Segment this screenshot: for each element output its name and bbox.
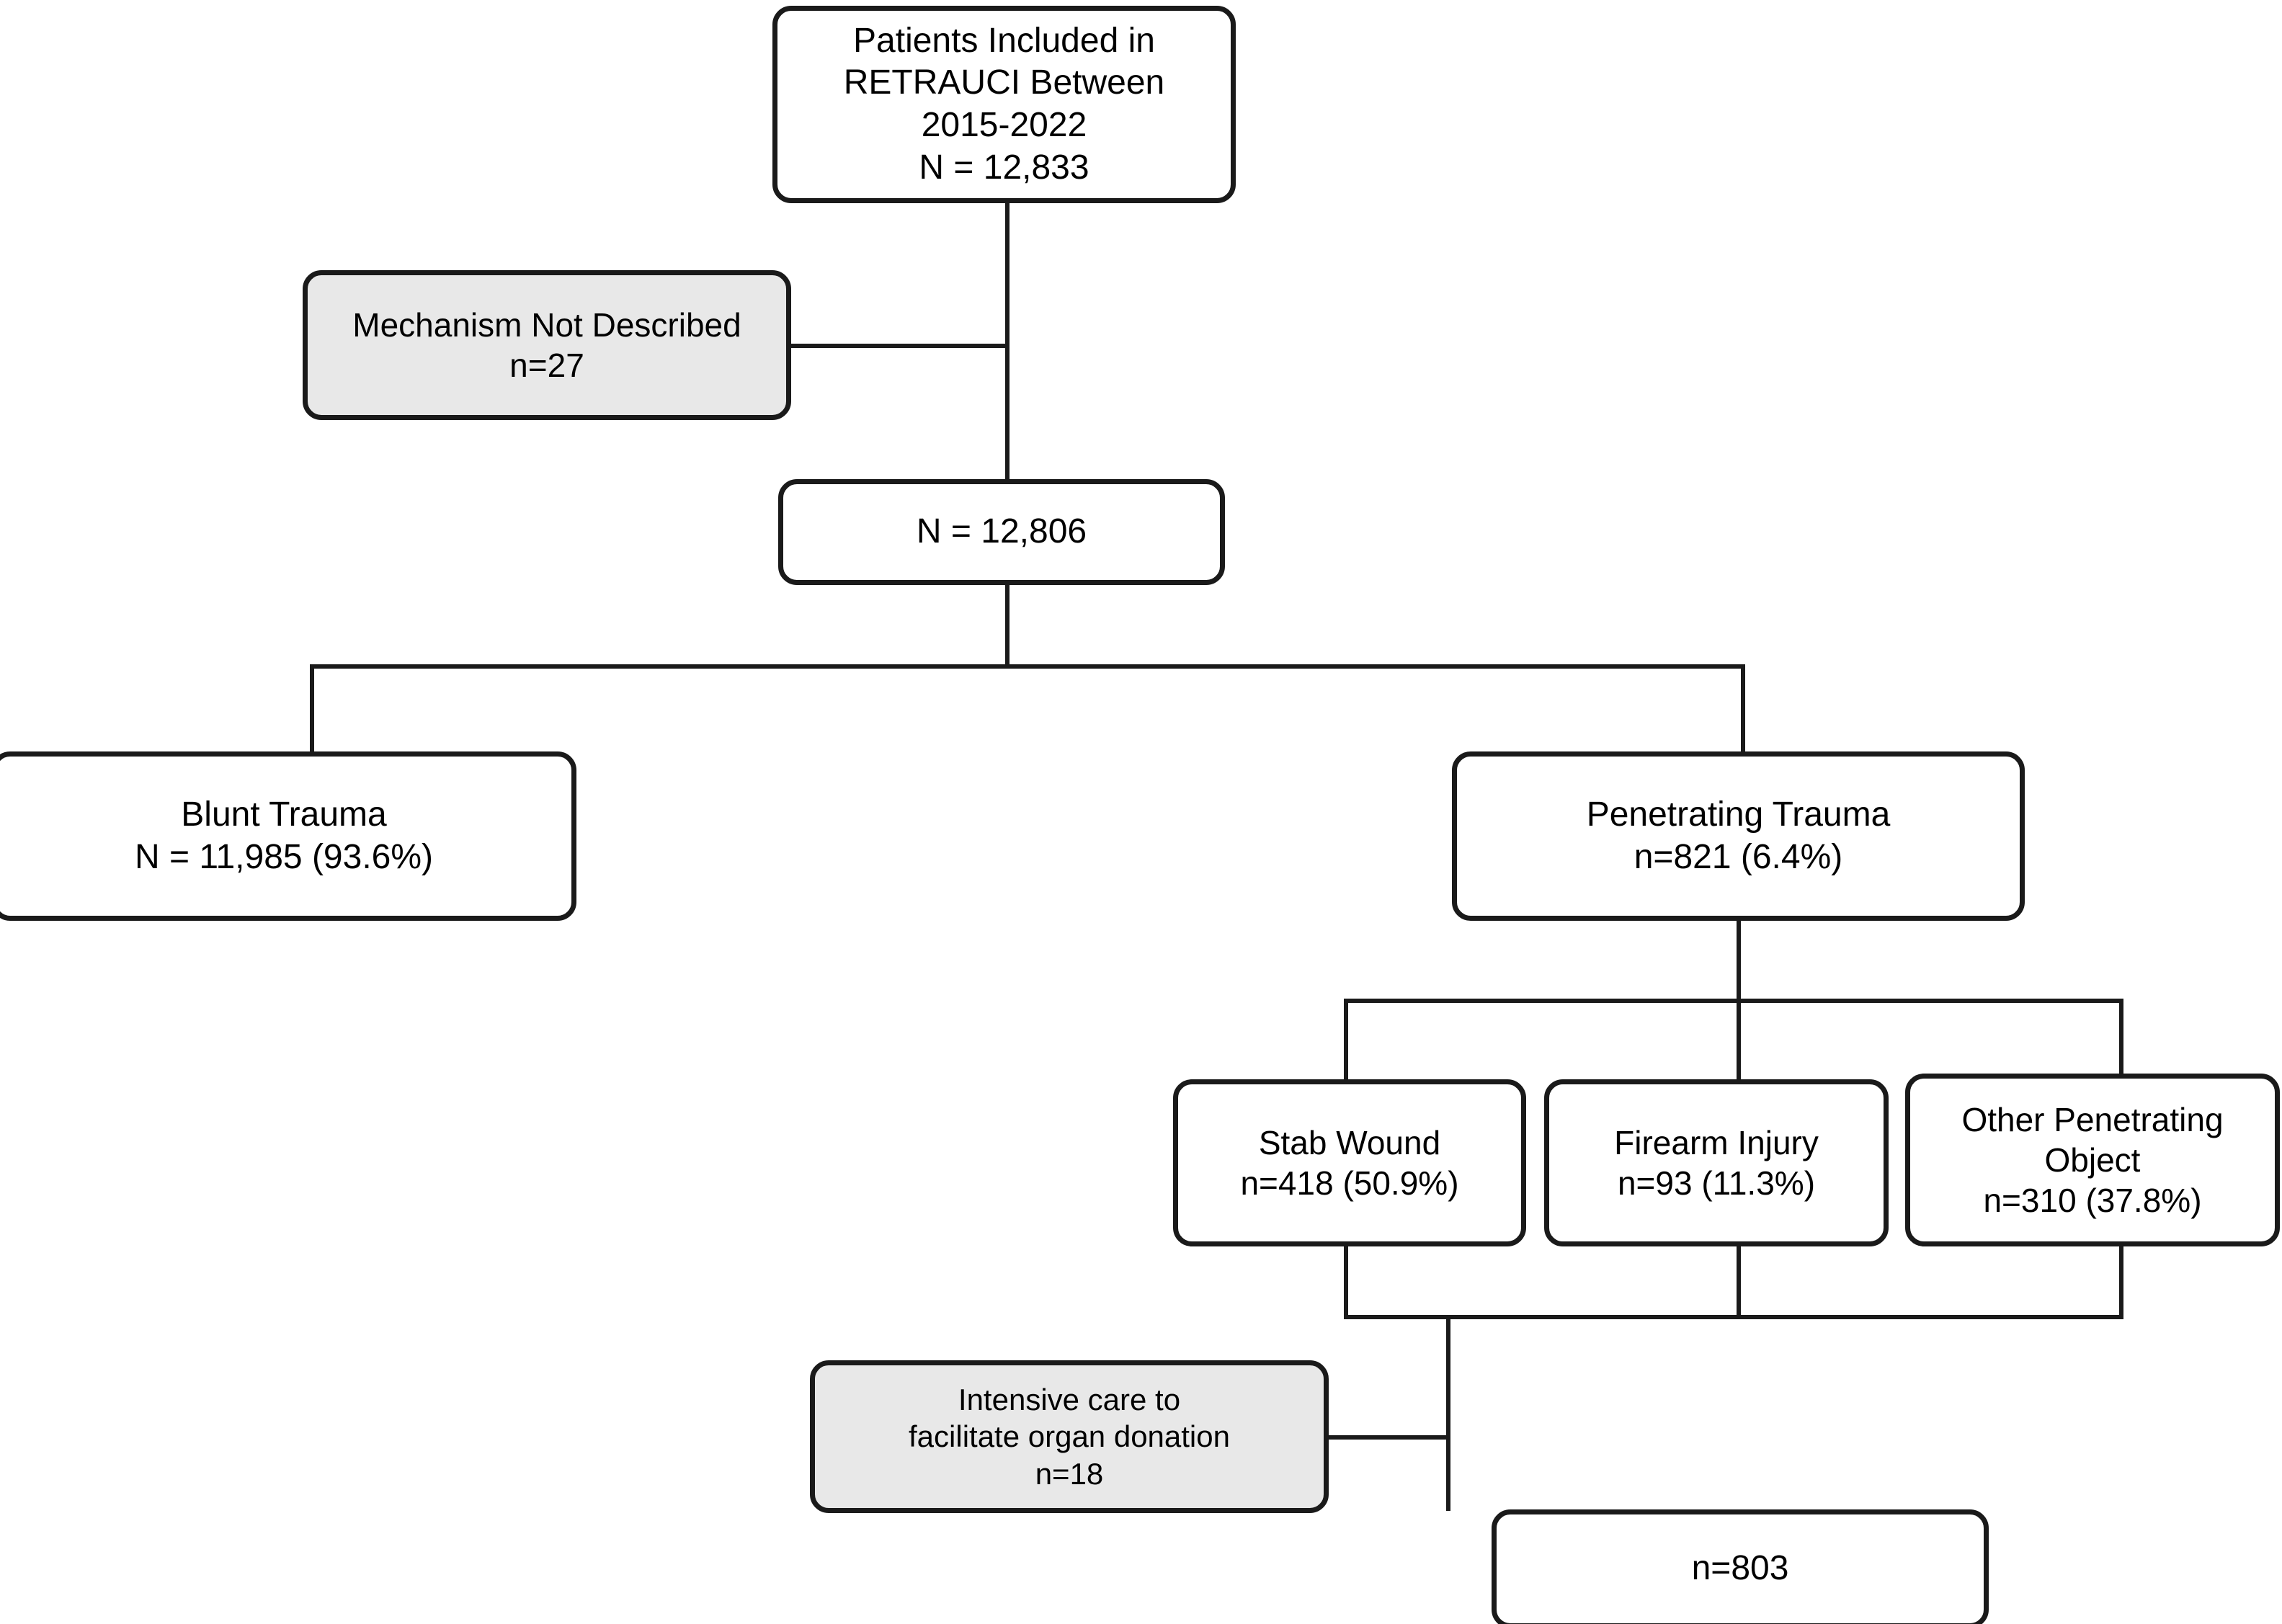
connector-organ-donation-exclusion <box>1326 1435 1450 1440</box>
connector-split-left-drop <box>310 664 314 754</box>
node-final-cohort[interactable]: n=803 <box>1492 1509 1989 1624</box>
node-other-penetrating-object[interactable]: Other Penetrating Object n=310 (37.8%) <box>1905 1074 2280 1246</box>
node-penetrating-trauma[interactable]: Penetrating Trauma n=821 (6.4%) <box>1452 751 2025 921</box>
connector-split-bar-mechanism <box>310 664 1745 669</box>
node-firearm-injury-label: Firearm Injury n=93 (11.3%) <box>1614 1123 1819 1202</box>
node-blunt-trauma[interactable]: Blunt Trauma N = 11,985 (93.6%) <box>0 751 576 921</box>
node-mechanism-not-described-label: Mechanism Not Described n=27 <box>352 305 741 384</box>
node-organ-donation[interactable]: Intensive care to facilitate organ donat… <box>810 1360 1329 1513</box>
connector-stab-drop <box>1344 999 1348 1081</box>
connector-mechanism-exclusion <box>788 344 1009 348</box>
node-after-exclusion[interactable]: N = 12,806 <box>778 479 1225 585</box>
node-firearm-injury[interactable]: Firearm Injury n=93 (11.3%) <box>1544 1079 1889 1246</box>
node-final-cohort-label: n=803 <box>1691 1549 1789 1588</box>
node-cohort-total-label: Patients Included in RETRAUCI Between 20… <box>843 21 1165 187</box>
node-other-penetrating-object-label: Other Penetrating Object n=310 (37.8%) <box>1961 1100 2224 1220</box>
node-after-exclusion-label: N = 12,806 <box>916 512 1087 551</box>
connector-split-right-drop <box>1741 664 1745 754</box>
connector-after-exclusion-to-split <box>1005 582 1009 669</box>
connector-stab-merge-riser <box>1344 1244 1348 1319</box>
node-cohort-total[interactable]: Patients Included in RETRAUCI Between 20… <box>772 6 1236 203</box>
node-organ-donation-label: Intensive care to facilitate organ donat… <box>909 1383 1230 1491</box>
connector-firearm-merge-riser <box>1737 1244 1741 1319</box>
connector-subtype-split-bar <box>1344 999 2123 1003</box>
node-stab-wound[interactable]: Stab Wound n=418 (50.9%) <box>1173 1079 1526 1246</box>
node-mechanism-not-described[interactable]: Mechanism Not Described n=27 <box>303 270 791 420</box>
node-blunt-trauma-label: Blunt Trauma N = 11,985 (93.6%) <box>134 795 434 876</box>
connector-penetrating-to-split <box>1737 921 1741 1002</box>
node-stab-wound-label: Stab Wound n=418 (50.9%) <box>1240 1123 1459 1202</box>
connector-other-drop <box>2119 999 2123 1076</box>
node-penetrating-trauma-label: Penetrating Trauma n=821 (6.4%) <box>1586 795 1891 876</box>
connector-subtype-merge-bar <box>1344 1315 2123 1319</box>
connector-total-to-after-exclusion <box>1005 203 1009 482</box>
connector-other-merge-riser <box>2119 1244 2123 1319</box>
connector-firearm-drop <box>1737 999 1741 1081</box>
connector-merge-to-final <box>1446 1315 1450 1511</box>
